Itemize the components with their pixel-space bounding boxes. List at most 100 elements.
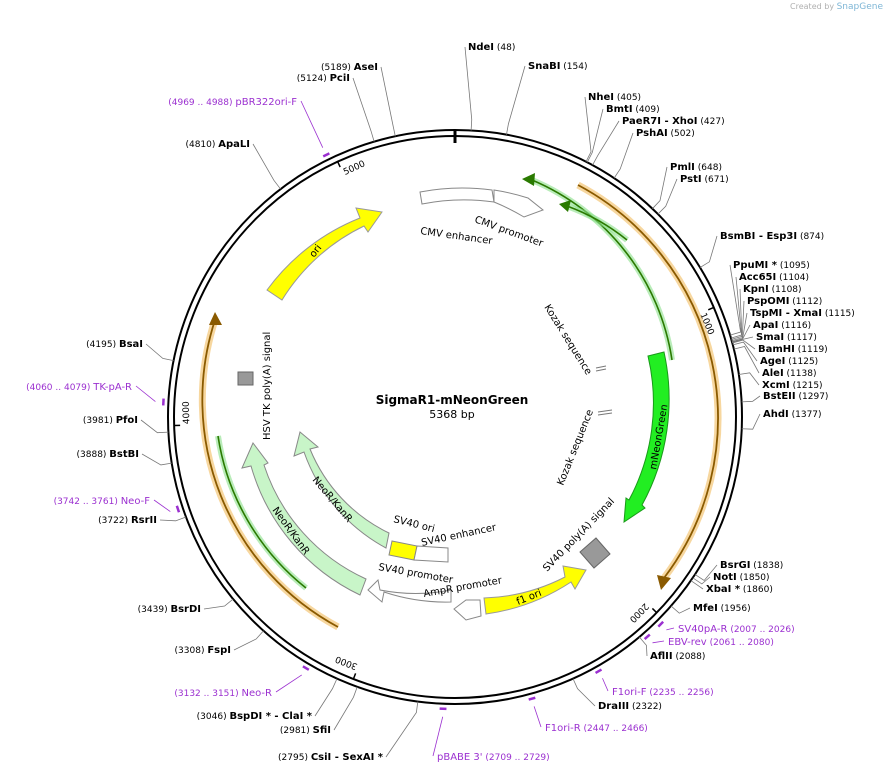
- plasmid-name: SigmaR1-mNeonGreen: [376, 393, 529, 407]
- site-label: DraIII (2322): [598, 701, 662, 712]
- site-connector: [352, 77, 375, 142]
- site-label: (5189) AseI: [321, 62, 378, 73]
- green-arc-1-head: [522, 173, 535, 186]
- site-label: SmaI (1117): [756, 332, 817, 343]
- site-connector: [738, 372, 760, 386]
- feature-neor-outer: [241, 442, 367, 596]
- site-label: PpuMI * (1095): [733, 260, 810, 271]
- site-label: (3981) PfoI: [83, 415, 138, 426]
- site-connector: [690, 580, 704, 590]
- site-label: NheI (405): [588, 92, 641, 103]
- orf-arc-left-core: [201, 319, 339, 628]
- primer-mark: [175, 505, 181, 513]
- site-connector: [699, 235, 718, 268]
- site-connector: [670, 605, 691, 614]
- site-connector: [252, 143, 281, 190]
- primer-label: F1ori-F (2235 .. 2256): [612, 687, 714, 698]
- primer-mark: [643, 633, 651, 640]
- site-connector: [639, 636, 648, 657]
- site-connector: [506, 65, 526, 135]
- feature-cmv-enhancer: [419, 187, 495, 205]
- tick-mark: [336, 161, 341, 168]
- primer-label: pBABE 3' (2709 .. 2729): [437, 752, 550, 763]
- site-labels: NdeI (48) SnaBI (154) NheI (405)BmtI (409)…: [77, 42, 855, 763]
- site-label: (3722) RsrII: [98, 515, 157, 526]
- green-arc-3-core: [217, 435, 307, 589]
- orf-arc-right-head: [657, 575, 671, 590]
- feature-sv40-enhancer: [413, 545, 449, 563]
- feature-sv40-ori: [388, 540, 418, 561]
- site-label: ApaI (1116): [753, 320, 811, 331]
- site-label: BsmBI - Esp3I (874): [720, 231, 824, 242]
- primer-mark: [528, 696, 536, 701]
- site-label: Acc65I (1104): [739, 272, 809, 283]
- feature-sv40-promoter: [367, 578, 452, 603]
- tick-mark: [352, 673, 357, 680]
- site-connector: [380, 66, 396, 137]
- site-connector: [203, 598, 234, 610]
- site-label: PaeR7I - XhoI (427): [622, 116, 725, 127]
- plasmid-length: 5368 bp: [429, 408, 474, 421]
- primer-mark: [657, 620, 665, 628]
- site-connector: [464, 46, 473, 131]
- feature-f1-ori: [483, 565, 587, 615]
- site-connector: [732, 341, 758, 362]
- site-connector: [613, 132, 634, 179]
- tick-mark: [707, 306, 715, 311]
- site-connector: [385, 701, 419, 758]
- site-connector: [314, 678, 338, 717]
- primer-label: (4060 .. 4079) TK-pA-R: [26, 382, 132, 393]
- primer-connector: [300, 100, 324, 148]
- site-label: NdeI (48): [468, 42, 515, 53]
- site-lines: [140, 46, 761, 758]
- feature-ampr-promoter: [453, 599, 482, 621]
- orf-arc-right-core: [577, 184, 719, 579]
- site-label: SnaBI (154): [528, 61, 587, 72]
- kozak-mark-1b: [595, 368, 607, 372]
- label-kozak-1: Kozak sequence: [541, 303, 593, 377]
- primer-label: (3132 .. 3151) Neo-R: [174, 688, 272, 699]
- tick-label: 3000: [334, 653, 359, 671]
- site-label: (3439) BsrDI: [138, 604, 201, 615]
- site-connector: [741, 395, 761, 403]
- site-label: AgeI (1125): [760, 356, 818, 367]
- feature-neor-inner: [293, 431, 390, 549]
- primer-connector: [533, 706, 542, 728]
- feature-sv40-polya: [579, 537, 611, 569]
- green-arc-2-core: [566, 205, 628, 241]
- site-label: (3308) FspI: [175, 645, 231, 656]
- primer-connector: [135, 385, 156, 402]
- label-f1-ori: f1 ori: [515, 588, 543, 608]
- site-label: AflII (2088): [650, 651, 705, 662]
- site-label: NotI (1850): [713, 572, 770, 583]
- site-label: BmtI (409): [606, 104, 660, 115]
- site-connector: [692, 576, 711, 585]
- snapgene-credit: Created by SnapGene: [790, 2, 883, 12]
- primer-connector: [432, 716, 444, 757]
- primer-mark: [594, 668, 603, 675]
- primer-connector: [275, 674, 302, 693]
- kozak-mark-2: [597, 409, 613, 413]
- site-connector: [732, 336, 754, 343]
- tick-mark: [651, 607, 658, 614]
- site-connector: [584, 96, 592, 162]
- site-connector: [741, 413, 761, 430]
- primer-group: (4969 .. 4988) pBR322ori-F (4060 .. 4079)…: [26, 97, 794, 763]
- site-label: (2981) SfiI: [280, 725, 331, 736]
- site-label: PmlI (648): [670, 162, 722, 173]
- feature-mneongreen: [623, 351, 670, 523]
- snapgene-brand: SnapGene: [836, 2, 883, 12]
- label-hsv-tk-polya: HSV TK poly(A) signal: [262, 332, 273, 440]
- site-label: (3888) BstBI: [77, 449, 140, 460]
- primer-mark: [302, 665, 310, 671]
- feature-hsv-tk-polya: [237, 371, 254, 386]
- orf-arcs: [198, 181, 722, 631]
- site-connector: [652, 166, 668, 209]
- site-connector: [145, 343, 174, 361]
- site-connector: [140, 419, 169, 434]
- site-connector: [731, 288, 743, 340]
- primer-label: (4969 .. 4988) pBR322ori-F: [168, 97, 297, 108]
- site-label: (4195) BsaI: [86, 339, 143, 350]
- label-kozak-2: Kozak sequence: [556, 408, 596, 487]
